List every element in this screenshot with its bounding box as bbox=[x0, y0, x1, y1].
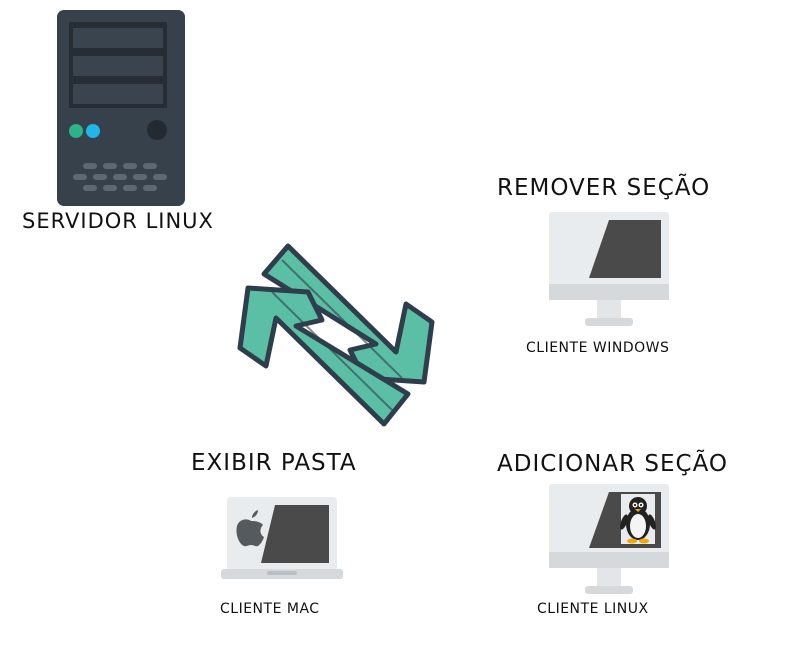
sync-node bbox=[226, 232, 448, 438]
desktop-monitor-icon bbox=[549, 212, 669, 326]
penguin-logo-icon bbox=[620, 494, 656, 544]
desktop-penguin-icon bbox=[549, 484, 669, 594]
mac-client-label: CLIENTE MAC bbox=[220, 601, 320, 617]
server-label: SERVIDOR LINUX bbox=[22, 209, 214, 233]
mac-client bbox=[221, 497, 343, 581]
server-tower-icon bbox=[57, 10, 185, 206]
windows-action-label: REMOVER SEÇÃO bbox=[497, 175, 711, 201]
sync-arrows-icon bbox=[237, 243, 435, 427]
apple-logo-icon bbox=[236, 510, 264, 547]
server-node bbox=[57, 10, 185, 206]
linux-client-label: CLIENTE LINUX bbox=[537, 601, 649, 617]
windows-client-label: CLIENTE WINDOWS bbox=[526, 340, 670, 356]
mac-action-label: EXIBIR PASTA bbox=[191, 450, 357, 476]
windows-client bbox=[549, 212, 669, 328]
laptop-apple-icon bbox=[221, 497, 343, 579]
linux-client bbox=[549, 484, 669, 596]
linux-action-label: ADICIONAR SEÇÃO bbox=[497, 451, 729, 477]
